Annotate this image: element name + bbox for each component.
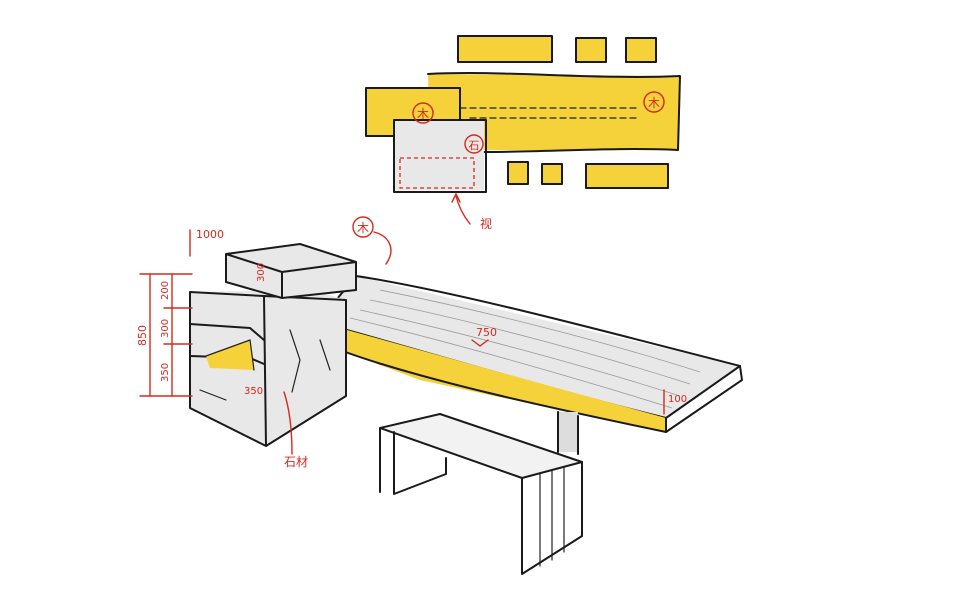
dim-top-height: 1000	[196, 228, 224, 241]
stone-label: 石材	[284, 455, 308, 469]
dim-total-height: 850	[136, 325, 149, 346]
table-height-arrow	[471, 339, 489, 347]
perspective-view: 木 1000 850 200 300 350 350 300 750 100 石…	[136, 216, 743, 575]
plan-wood-marker-right: 木	[648, 96, 660, 110]
plan-wood-block-3	[626, 38, 656, 62]
dim-depth: 350	[244, 386, 263, 397]
cabinet-shelf-wood	[206, 340, 254, 370]
table-support-leg	[558, 412, 578, 452]
dimension-lines	[139, 229, 193, 397]
table-slab-edge	[318, 322, 666, 432]
plan-wood-block-1	[458, 36, 552, 62]
plan-wood-marker-right-circle	[643, 91, 665, 113]
stone-label-arrow	[283, 391, 293, 455]
plan-view-arrow	[455, 195, 471, 225]
perspective-wood-marker: 木	[357, 221, 369, 235]
plan-wood-block-2	[576, 38, 606, 62]
plan-table-slab	[428, 74, 680, 150]
perspective-wood-marker-circle	[352, 216, 374, 238]
dim-table-height: 750	[476, 326, 497, 339]
bench-seat	[380, 414, 582, 478]
plan-wood-marker-left: 木	[417, 107, 429, 121]
dim-seg-2: 300	[160, 319, 171, 338]
plan-stone-box	[394, 120, 484, 190]
plan-wood-marker-left-circle	[412, 102, 434, 124]
plan-stone-marker: 石	[469, 139, 480, 152]
perspective-wood-arrow	[373, 231, 392, 265]
dim-seg-1: 200	[160, 281, 171, 300]
plan-bench-leg-2	[542, 164, 562, 184]
stone-cabinet	[190, 290, 346, 446]
plan-view: 木 木 石 视	[365, 35, 681, 231]
plan-stone-marker-circle	[464, 134, 484, 154]
plan-bench-leg-1	[508, 162, 528, 184]
plan-view-label: 视	[480, 216, 492, 231]
dim-slab-thickness: 100	[668, 394, 687, 405]
dim-seg-3: 350	[160, 363, 171, 382]
dim-box-width: 300	[256, 263, 267, 282]
plan-bench-top	[586, 164, 668, 188]
